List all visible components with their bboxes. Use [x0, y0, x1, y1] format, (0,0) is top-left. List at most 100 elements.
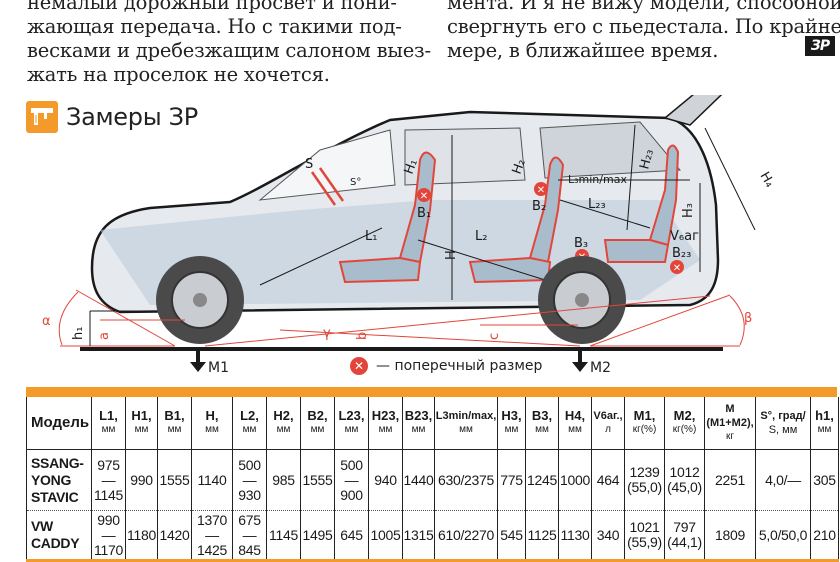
svg-text:H₂: H₂	[510, 157, 529, 176]
column-header: B1,мм	[157, 397, 192, 450]
value-cell: 2251	[704, 449, 756, 511]
value-cell: 975—1145	[91, 449, 126, 511]
text-line: мере, в ближайшее время.	[447, 39, 719, 62]
end-of-article-badge: ЗР	[805, 36, 835, 56]
svg-text:H₄: H₄	[757, 170, 777, 190]
column-header: H3,мм	[497, 397, 526, 450]
value-cell: 1140	[191, 449, 233, 511]
value-cell: 1495	[300, 510, 335, 562]
text-line: свергнуть его с пьедестала. По крайней	[447, 15, 840, 38]
column-header: M (M1+M2),кг	[704, 397, 756, 450]
value-cell: 545	[497, 510, 526, 562]
value-cell: 1180	[125, 510, 158, 562]
svg-text:✕: ✕	[420, 191, 428, 202]
svg-text:B₃: B₃	[574, 236, 588, 251]
value-cell: 1420	[157, 510, 192, 562]
column-header: L2,мм	[232, 397, 267, 450]
svg-text:L₂: L₂	[475, 229, 487, 244]
section-heading: Замеры ЗР	[26, 101, 198, 133]
svg-text:L₁: L₁	[365, 229, 377, 244]
table-row: VW CADDY 990—1170 1180 1420 1370—1425 67…	[26, 510, 839, 562]
diagram-legend: ✕ — поперечный размер	[350, 357, 542, 375]
column-header: M1,кг(%)	[624, 397, 665, 450]
svg-text:H₃: H₃	[681, 203, 696, 218]
text-line: весками и дребезжащим салоном выез-	[27, 39, 431, 62]
table-header-row: Модель L1,мм H1,мм B1,мм H,мм L2,мм H2,м…	[26, 397, 839, 450]
value-cell: 775	[497, 449, 526, 511]
value-cell: 797 (44,1)	[664, 510, 705, 562]
value-cell: 940	[368, 449, 403, 511]
model-cell: VW CADDY	[26, 510, 92, 562]
value-cell: 1005	[368, 510, 403, 562]
svg-text:a: a	[97, 332, 112, 340]
svg-text:γ: γ	[323, 326, 331, 341]
column-header: h1,мм	[810, 397, 839, 450]
value-cell: 675—845	[232, 510, 267, 562]
svg-text:V₆аг: V₆аг	[670, 229, 699, 244]
svg-text:B₁: B₁	[417, 206, 431, 221]
value-cell: 210	[810, 510, 839, 562]
rear-axle-mass-label: M2	[590, 360, 611, 376]
value-cell: 1012 (45,0)	[664, 449, 705, 511]
text-line: мента. И я не вижу модели, способной	[447, 0, 840, 14]
svg-text:H: H	[444, 250, 459, 260]
value-cell: 1125	[525, 510, 559, 562]
svg-text:S: S	[305, 157, 313, 172]
value-cell: 500—930	[232, 449, 267, 511]
section-title: Замеры ЗР	[66, 103, 198, 131]
value-cell: 1145	[266, 510, 301, 562]
value-cell: 1440	[402, 449, 435, 511]
column-header: H1,мм	[125, 397, 158, 450]
front-axle-mass-label: M1	[208, 360, 229, 376]
svg-text:B₂: B₂	[532, 199, 546, 214]
column-header: H23,мм	[368, 397, 403, 450]
column-header: V6аг.,л	[591, 397, 625, 450]
value-cell: 1245	[525, 449, 559, 511]
measurements-table-container: Модель L1,мм H1,мм B1,мм H,мм L2,мм H2,м…	[26, 387, 839, 562]
column-header: B2,мм	[300, 397, 335, 450]
value-cell: 5,0/50,0	[755, 510, 811, 562]
value-cell: 305	[810, 449, 839, 511]
article-right-column: мента. И я не вижу модели, способной све…	[447, 0, 840, 63]
value-cell: 1555	[300, 449, 335, 511]
svg-text:L₂₃: L₂₃	[588, 197, 606, 212]
value-cell: 1370—1425	[191, 510, 233, 562]
model-cell: SSANG- YONG STAVIC	[26, 449, 92, 511]
value-cell: 1555	[157, 449, 192, 511]
column-header: Модель	[26, 397, 92, 450]
svg-text:b: b	[355, 332, 370, 340]
column-header: M2,кг(%)	[664, 397, 705, 450]
cross-circle-icon: ✕	[350, 357, 368, 375]
value-cell: 645	[334, 510, 369, 562]
text-line: немалый дорожный просвет и пони-	[27, 0, 397, 14]
column-header: H4,мм	[558, 397, 592, 450]
svg-text:H₁: H₁	[402, 157, 421, 176]
text-line: жать на проселок не хочется.	[27, 63, 330, 86]
measurements-table: Модель L1,мм H1,мм B1,мм H,мм L2,мм H2,м…	[26, 397, 839, 562]
value-cell: 1000	[558, 449, 592, 511]
vehicle-measurement-diagram: S S° H₁ B₁ L₁ H L₂ H₂ B₂ L₃min/max L₂₃ H…	[42, 95, 777, 372]
svg-text:β: β	[744, 311, 752, 326]
value-cell: 990	[125, 449, 158, 511]
column-header: B23,мм	[402, 397, 435, 450]
svg-text:✕: ✕	[673, 263, 681, 274]
svg-text:L₃min/max: L₃min/max	[568, 173, 627, 186]
svg-text:H₂₃: H₂₃	[637, 148, 657, 171]
value-cell: 500—900	[334, 449, 369, 511]
column-header: L3min/max,мм	[434, 397, 498, 450]
column-header: S°, град/S, мм	[755, 397, 811, 450]
value-cell: 1809	[704, 510, 756, 562]
legend-text: — поперечный размер	[376, 358, 543, 374]
svg-text:B₂₃: B₂₃	[672, 246, 691, 261]
value-cell: 340	[591, 510, 625, 562]
value-cell: 1239 (55,0)	[624, 449, 665, 511]
text-line: жающая передача. Но с такими под-	[27, 15, 402, 38]
table-top-bar	[26, 387, 837, 397]
value-cell: 1021 (55,9)	[624, 510, 665, 562]
column-header: H,мм	[191, 397, 233, 450]
svg-text:α: α	[42, 314, 51, 329]
column-header: B3,мм	[525, 397, 559, 450]
svg-text:✕: ✕	[537, 185, 545, 196]
article-left-column: немалый дорожный просвет и пони- жающая …	[27, 0, 431, 87]
svg-text:c: c	[487, 333, 502, 340]
